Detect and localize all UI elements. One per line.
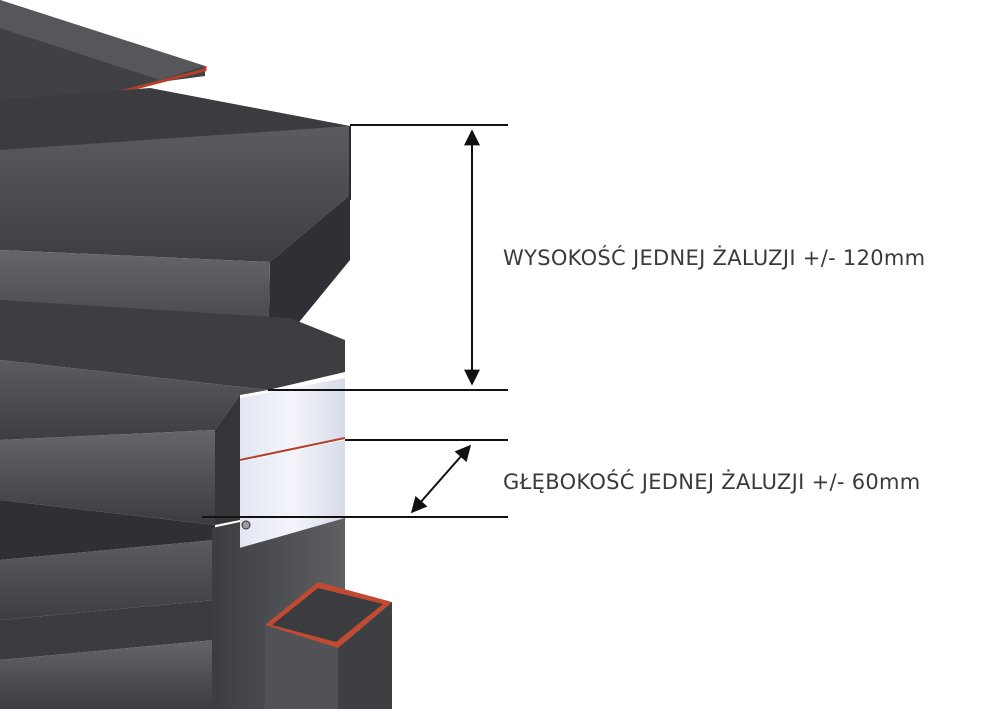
louver-slat-2 (0, 300, 345, 525)
depth-dimension-arrow (410, 444, 472, 514)
louver-slat-3 (0, 500, 215, 709)
spacer-blocks (239, 378, 346, 549)
depth-dimension-label: GŁĘBOKOŚĆ JEDNEJ ŻALUZJI +/- 60mm (503, 470, 921, 494)
support-post (212, 518, 392, 709)
height-dimension-label: WYSOKOŚĆ JEDNEJ ŻALUZJI +/- 120mm (503, 246, 926, 270)
dimension-lines (202, 124, 508, 518)
